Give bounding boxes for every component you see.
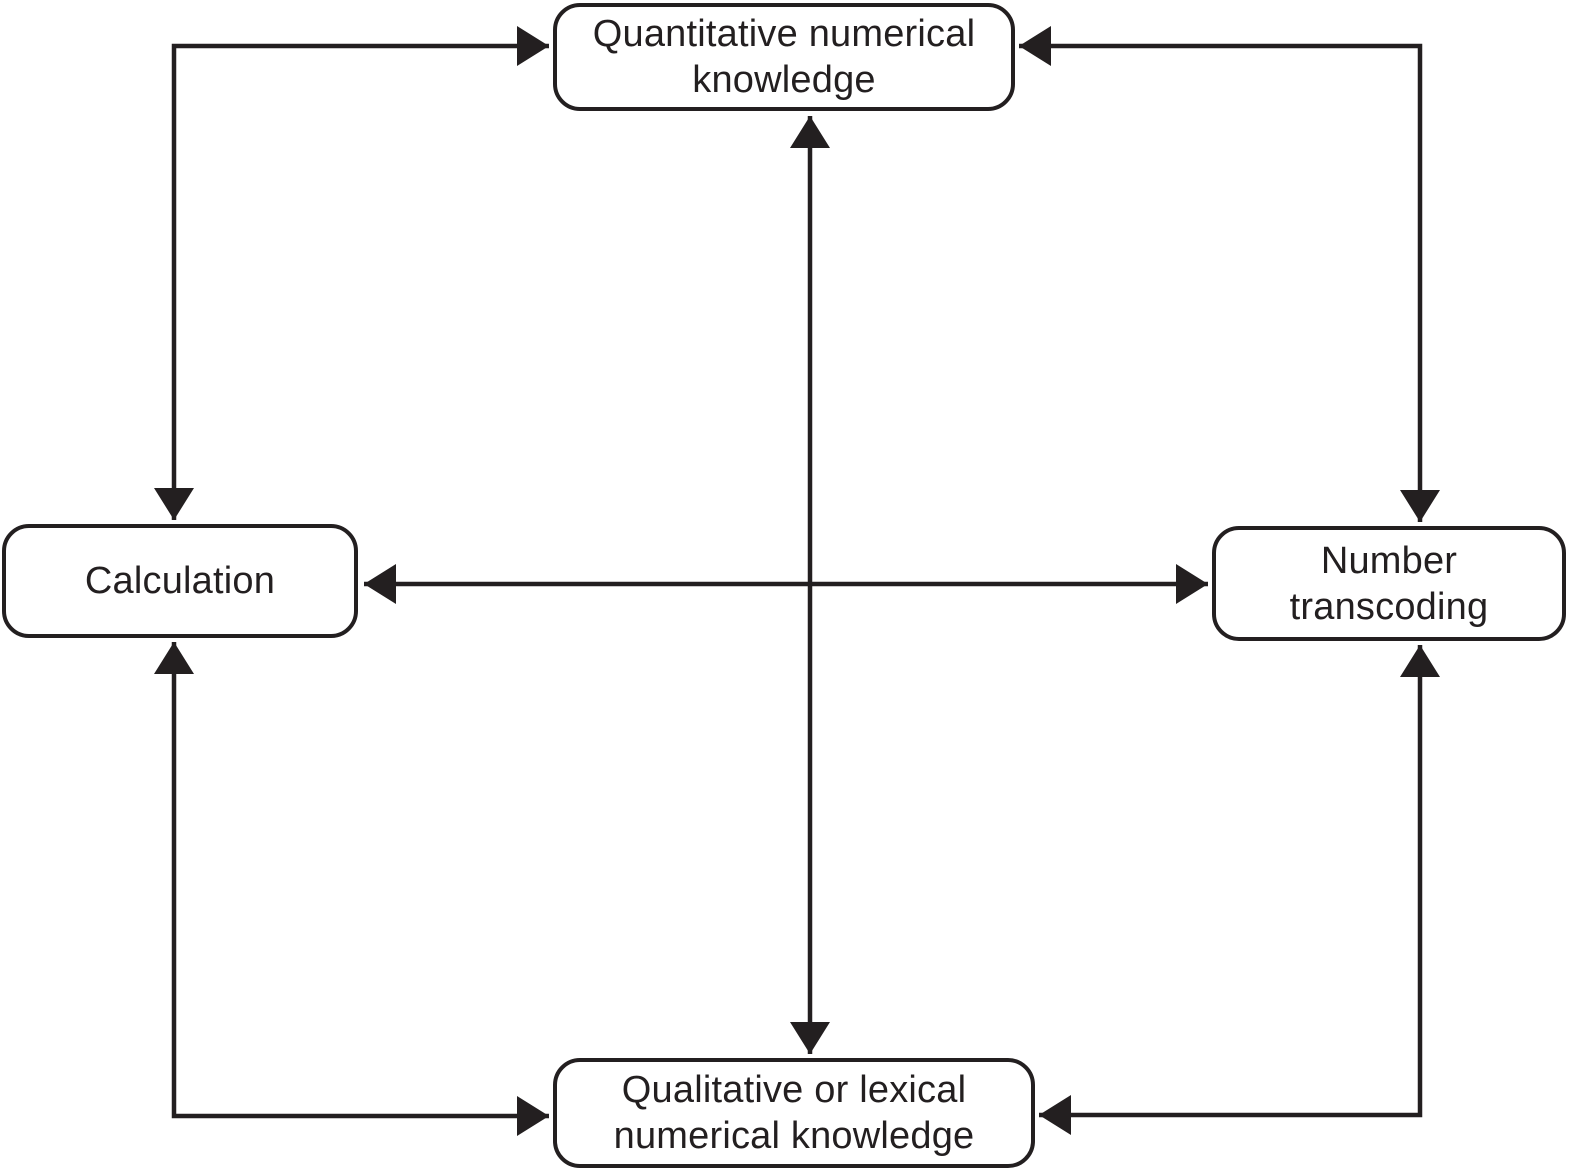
node-label-line: transcoding bbox=[1289, 585, 1489, 628]
node-number-transcoding: Number transcoding bbox=[1212, 526, 1566, 641]
connector-transcoding-qualitative bbox=[1039, 645, 1440, 1135]
node-label-line: Number bbox=[1320, 539, 1458, 582]
node-label-line: knowledge bbox=[692, 59, 876, 101]
connector-transcoding-quantitative bbox=[1019, 26, 1440, 522]
node-qualitative-lexical-numerical-knowledge: Qualitative or lexical numerical knowled… bbox=[553, 1058, 1035, 1168]
connector-calculation-qualitative bbox=[154, 642, 549, 1136]
node-calculation: Calculation bbox=[2, 524, 358, 638]
node-label-line: Calculation bbox=[84, 560, 276, 602]
node-label-line: Qualitative or lexical bbox=[621, 1069, 967, 1111]
connector-calculation-quantitative bbox=[154, 26, 549, 520]
node-quantitative-numerical-knowledge: Quantitative numerical knowledge bbox=[553, 3, 1015, 111]
node-label-line: numerical knowledge bbox=[613, 1115, 975, 1157]
node-label-line: Quantitative numerical bbox=[592, 13, 976, 55]
